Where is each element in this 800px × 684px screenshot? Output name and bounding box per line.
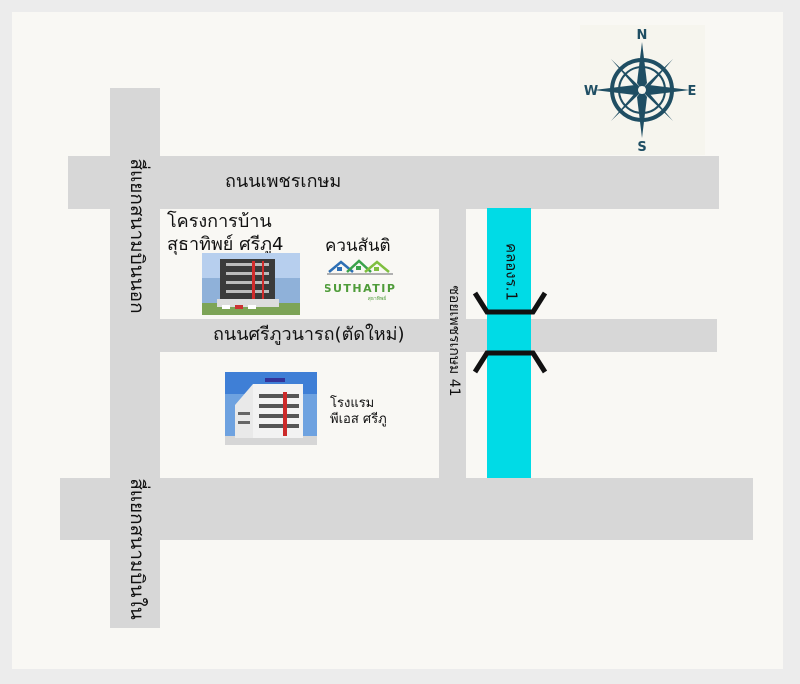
logo-tagline: สุธาทิพย์ — [368, 295, 387, 302]
compass-east: E — [688, 84, 697, 99]
road-soi-41 — [439, 208, 466, 478]
label-project-line2: สุธาทิพย์ ศรีภู4 — [167, 234, 284, 255]
hotel-building-image — [225, 372, 317, 445]
label-inner-junction: สี่แยกสนามบินใน — [126, 478, 148, 620]
road-south — [60, 478, 753, 540]
label-canal: คลองร.1 — [502, 243, 521, 301]
suthatip-logo: SUTHATIP สุธาทิพย์ — [325, 259, 395, 302]
compass-north: N — [637, 28, 648, 43]
label-hotel-line2: พีเอส ศรีภู — [330, 412, 387, 427]
canal-khlong-r1 — [487, 208, 531, 478]
label-road-phetkasem: ถนนเพชรเกษม — [225, 171, 342, 192]
label-road-sriphuwanat: ถนนศรีภูวนารถ(ตัดใหม่) — [213, 324, 405, 345]
logo-brand: SUTHATIP — [325, 282, 395, 295]
road-sriphuwanat — [160, 319, 717, 352]
compass-south: S — [637, 140, 646, 155]
project-building-image — [202, 253, 300, 315]
label-hotel-line1: โรงแรม — [330, 396, 375, 411]
label-project-line1: โครงการบ้าน — [167, 211, 272, 232]
bridge-icon — [472, 291, 548, 374]
label-outer-junction: สี่แยกสนามบินนอก — [126, 158, 148, 314]
label-quan-santi: ควนสันติ — [325, 236, 391, 256]
compass-west: W — [584, 84, 598, 99]
compass-rose-icon: N S E W — [580, 25, 705, 155]
road-phetkasem — [68, 156, 719, 209]
label-soi-41: ซอยเพชรเกษม 41 — [446, 285, 462, 397]
road-west-vertical — [110, 88, 160, 628]
